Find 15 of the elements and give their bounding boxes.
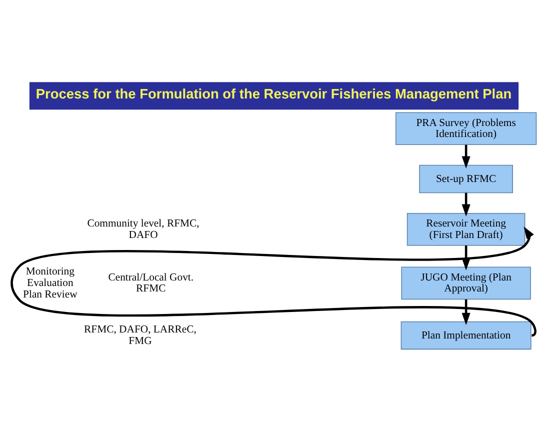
label: RFMC, DAFO, LARReC, FMG [84, 323, 196, 346]
node-box: PRA Survey (Problems Identification) [395, 112, 537, 145]
arrow [10, 226, 536, 336]
arrow [462, 298, 470, 325]
node-box: Set-up RFMC [419, 164, 513, 193]
arrow [462, 192, 470, 216]
edge-label: Monitoring Evaluation Plan Review [23, 265, 78, 300]
diagram-title: Process for the Formulation of the Reservoir Fisheries Management Plan [36, 86, 512, 101]
arrow [462, 245, 470, 270]
label: Community level, RFMC, DAFO [87, 216, 200, 240]
node-box: Reservoir Meeting (First Plan Draft) [406, 212, 526, 246]
node-box: Plan Implementation [400, 320, 532, 350]
arrow [462, 144, 470, 168]
label: Central/Local Govt. RFMC [108, 270, 194, 294]
node-box: JUGO Meeting (Plan Approval) [401, 266, 531, 300]
